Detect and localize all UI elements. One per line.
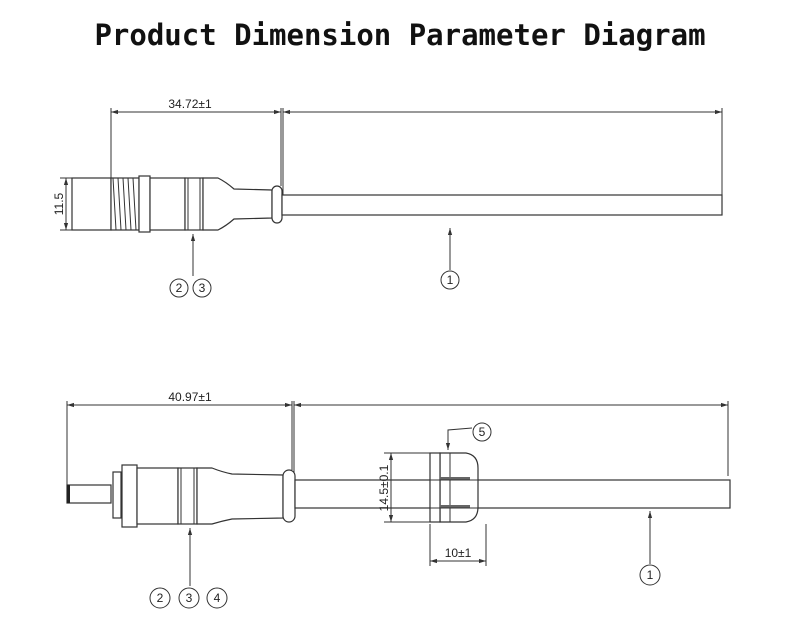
- callout-1: 1: [647, 568, 654, 582]
- clip-height-dimension-label: 14.5±0.1: [377, 464, 391, 511]
- length-dimension-label: 40.97±1: [168, 390, 212, 404]
- cable-clip-drawing: [295, 452, 730, 523]
- top-view: 34.72±1 11.5 2 3 1: [52, 97, 723, 298]
- cable-drawing: [294, 479, 731, 509]
- length-dimension-label: 34.72±1: [168, 97, 212, 111]
- callout-4: 4: [214, 591, 221, 605]
- connector-drawing: [66, 464, 296, 528]
- callout-3: 3: [199, 281, 206, 295]
- callout-2: 2: [157, 591, 164, 605]
- clip-width-dimension-label: 10±1: [445, 546, 472, 560]
- connector-drawing: [71, 175, 283, 233]
- diameter-dimension-label: 11.5: [52, 192, 66, 215]
- callout-3: 3: [186, 591, 193, 605]
- page-title: Product Dimension Parameter Diagram: [94, 18, 706, 52]
- cable-drawing: [281, 194, 723, 216]
- bottom-view: 40.97±1 14.5±0.1: [66, 390, 731, 609]
- callout-2: 2: [176, 281, 183, 295]
- callout-5: 5: [479, 425, 486, 439]
- callout-1: 1: [447, 273, 454, 287]
